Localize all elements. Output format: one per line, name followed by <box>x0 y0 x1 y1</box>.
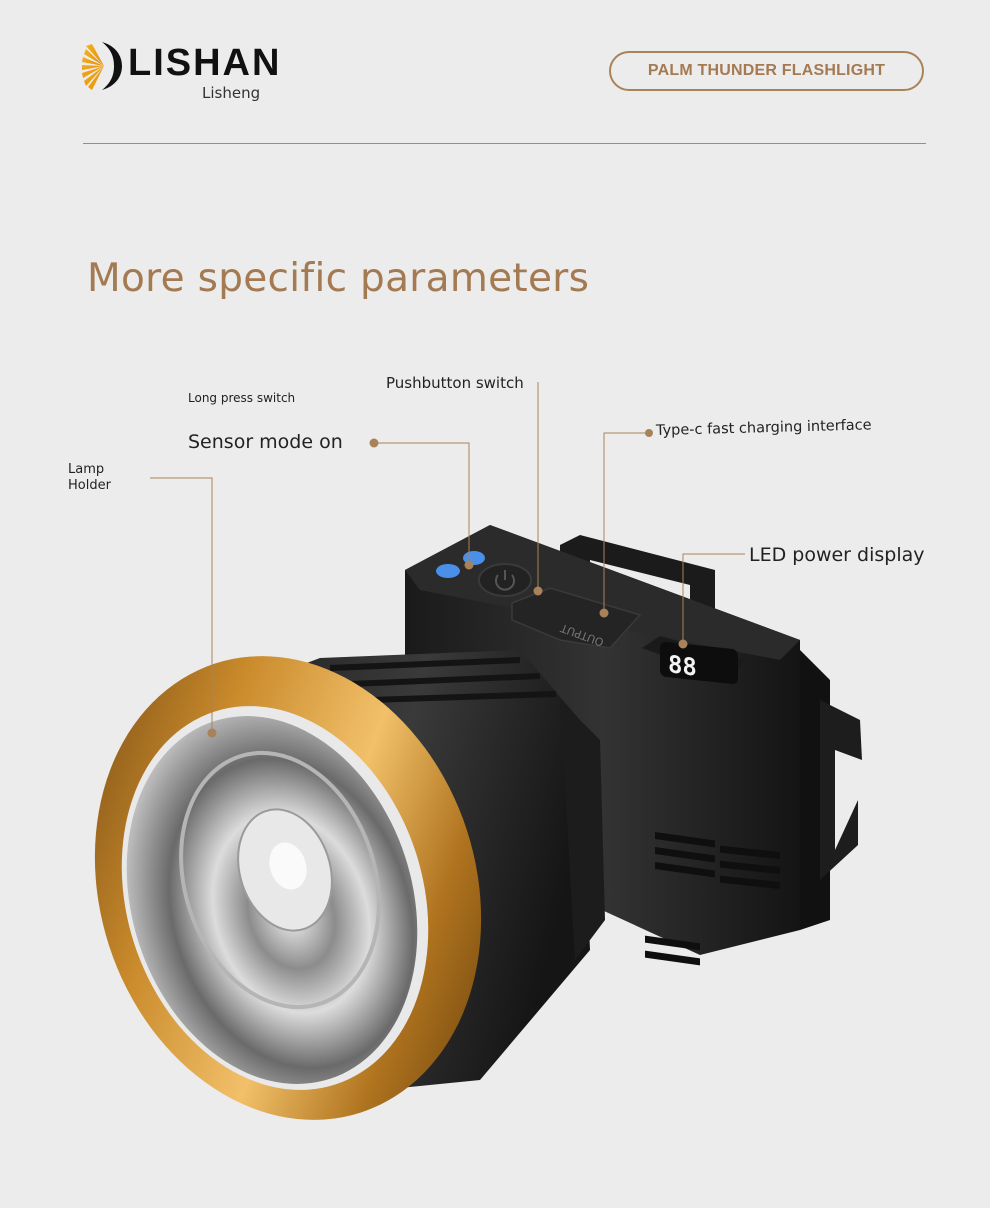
handle <box>560 535 715 645</box>
callout-led-display: LED power display <box>749 544 925 566</box>
sunburst-logo-icon <box>82 42 122 90</box>
callout-pushbutton: Pushbutton switch <box>386 374 524 392</box>
brand-name: LISHAN <box>128 42 282 84</box>
brand-logo: LISHAN Lisheng <box>82 40 279 104</box>
callout-anchor-dots <box>207 429 688 738</box>
sensor-indicator-light <box>436 564 460 578</box>
callout-long-press: Long press switch <box>188 391 296 405</box>
head-strap-clip <box>820 700 862 880</box>
brand-subname: Lisheng <box>202 84 261 102</box>
section-headline: More specific parameters <box>87 256 590 301</box>
callout-sensor-mode: Sensor mode on <box>188 431 343 453</box>
power-icon <box>495 574 515 591</box>
led-display-panel <box>660 641 738 684</box>
callout-leader-lines <box>150 382 745 732</box>
vent-slots <box>645 832 780 966</box>
cooling-fins <box>329 657 557 703</box>
header-divider <box>83 143 926 144</box>
typec-port-cover[interactable] <box>511 587 642 649</box>
callout-lamp-holder: Lamp Holder <box>68 462 111 493</box>
led-readout: 88 <box>668 650 697 682</box>
product-line-badge: PALM THUNDER FLASHLIGHT <box>609 51 924 91</box>
